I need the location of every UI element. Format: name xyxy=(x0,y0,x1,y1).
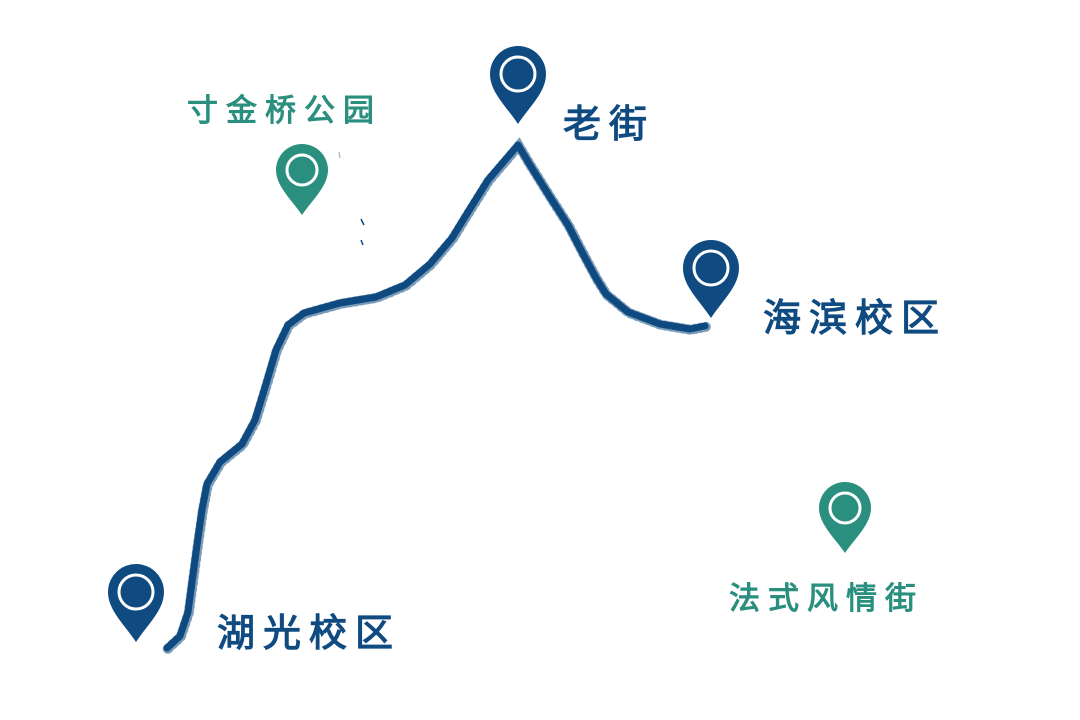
location-label-lunguang: 湖光校区 xyxy=(217,611,402,655)
location-label-cunjinqiao: 寸金桥公园 xyxy=(187,93,382,129)
location-label-haibin: 海滨校区 xyxy=(763,296,948,340)
decorative-stroke xyxy=(360,218,365,226)
route-line-texture xyxy=(162,137,711,654)
decorative-stroke xyxy=(360,239,364,246)
map-pin-icon[interactable] xyxy=(490,46,546,124)
map-pin-icon[interactable] xyxy=(683,240,739,318)
map-pin-icon[interactable] xyxy=(819,482,871,553)
route-line xyxy=(163,141,709,652)
map-pin-icon[interactable] xyxy=(276,144,328,215)
decorative-stroke xyxy=(338,151,341,159)
map-pin-icon[interactable] xyxy=(108,564,164,642)
location-label-fashi: 法式风情街 xyxy=(729,581,924,617)
location-label-laojie: 老街 xyxy=(563,102,656,146)
